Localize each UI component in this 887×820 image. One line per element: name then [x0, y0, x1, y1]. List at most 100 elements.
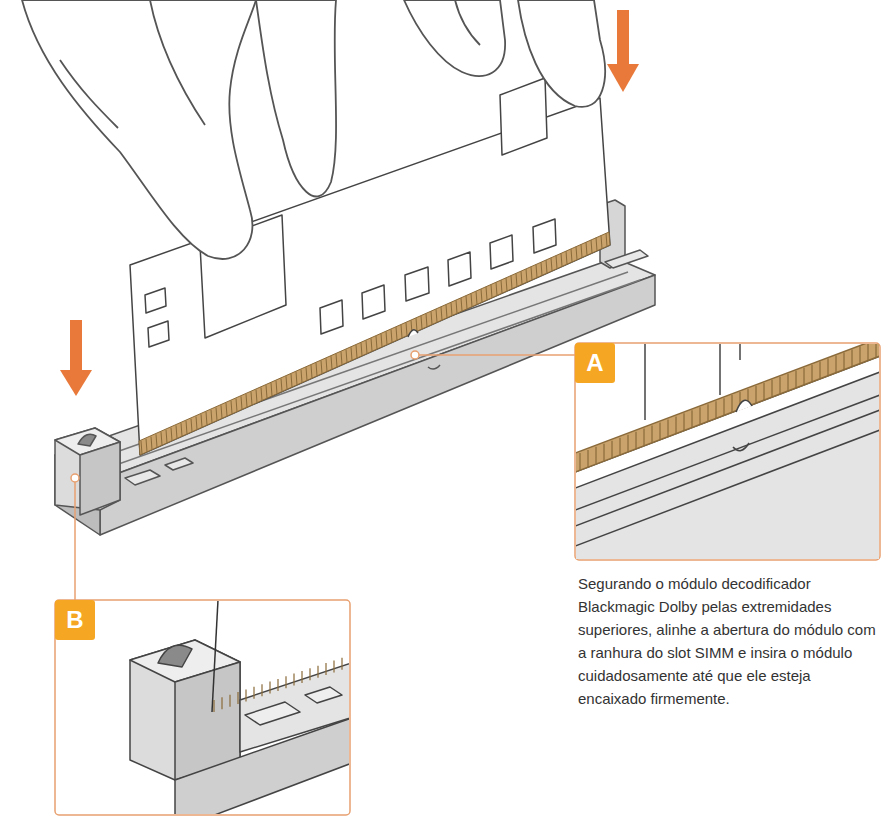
- pin: [691, 410, 692, 427]
- pin: [301, 370, 302, 383]
- pin: [755, 386, 756, 403]
- pin: [526, 269, 527, 282]
- pin: [595, 447, 596, 464]
- pin: [331, 356, 332, 369]
- pin: [596, 238, 597, 251]
- pin: [221, 405, 222, 418]
- pin: [256, 390, 257, 403]
- detail-inset-a: [570, 300, 884, 560]
- pin: [156, 434, 157, 447]
- pin: [606, 233, 607, 246]
- pin: [566, 251, 567, 264]
- pin: [191, 419, 192, 432]
- pin: [237, 692, 238, 704]
- pin: [867, 344, 868, 360]
- pin: [803, 368, 804, 385]
- pin: [441, 307, 442, 320]
- pin: [536, 265, 537, 278]
- pin: [431, 311, 432, 324]
- caption-note: Segurando o módulo decodificador Blackma…: [578, 572, 878, 710]
- pin: [206, 412, 207, 425]
- pin: [306, 367, 307, 380]
- pin: [416, 318, 417, 331]
- pin: [541, 262, 542, 275]
- pin: [261, 684, 262, 696]
- pin: [245, 689, 246, 701]
- pin: [146, 439, 147, 452]
- pin: [795, 371, 796, 388]
- pin: [601, 235, 602, 248]
- pin: [386, 332, 387, 345]
- pin: [835, 356, 836, 373]
- pin: [317, 666, 318, 678]
- pin: [859, 346, 860, 363]
- pin: [371, 338, 372, 351]
- pin: [619, 438, 620, 455]
- pin: [231, 401, 232, 414]
- pin: [771, 380, 772, 397]
- pin: [506, 278, 507, 291]
- pin: [581, 244, 582, 257]
- pin: [321, 361, 322, 374]
- pin: [486, 287, 487, 300]
- pin: [571, 249, 572, 262]
- pin: [325, 663, 326, 675]
- pin: [591, 240, 592, 253]
- pin: [556, 256, 557, 269]
- pin: [723, 398, 724, 415]
- pin: [221, 697, 222, 709]
- pin: [651, 426, 652, 443]
- pin: [346, 349, 347, 362]
- pin: [476, 291, 477, 304]
- pin: [213, 700, 214, 712]
- pin: [269, 682, 270, 694]
- pin: [811, 365, 812, 382]
- pin: [361, 343, 362, 356]
- pin: [271, 383, 272, 396]
- pin: [281, 378, 282, 391]
- pin: [286, 376, 287, 389]
- pin: [151, 437, 152, 450]
- pin: [451, 302, 452, 315]
- pin: [436, 309, 437, 322]
- pin: [406, 323, 407, 336]
- pin: [391, 329, 392, 342]
- pin: [251, 392, 252, 405]
- pin: [341, 352, 342, 365]
- pin: [293, 674, 294, 686]
- pin: [731, 395, 732, 412]
- pin: [667, 419, 668, 436]
- pin: [491, 285, 492, 298]
- pin: [496, 282, 497, 295]
- pin: [603, 444, 604, 461]
- pin: [461, 298, 462, 311]
- pin: [161, 432, 162, 445]
- pin: [236, 399, 237, 412]
- pin: [261, 387, 262, 400]
- pin: [627, 435, 628, 452]
- detail-inset-b: [55, 600, 360, 820]
- pin: [285, 676, 286, 688]
- pin: [551, 258, 552, 271]
- pin: [311, 365, 312, 378]
- pin: [381, 334, 382, 347]
- pin: [341, 658, 342, 670]
- pin: [396, 327, 397, 340]
- pin: [586, 242, 587, 255]
- pin: [675, 416, 676, 433]
- pin: [336, 354, 337, 367]
- pin: [216, 407, 217, 420]
- pin: [466, 296, 467, 309]
- pin: [779, 377, 780, 394]
- pin: [511, 276, 512, 289]
- pin: [659, 423, 660, 440]
- callout-letter-text: B: [66, 608, 83, 632]
- pin: [276, 381, 277, 394]
- pin: [181, 423, 182, 436]
- pin: [819, 362, 820, 379]
- pin: [401, 325, 402, 338]
- pin: [446, 305, 447, 318]
- pin: [715, 401, 716, 418]
- pin: [186, 421, 187, 434]
- pin: [277, 679, 278, 691]
